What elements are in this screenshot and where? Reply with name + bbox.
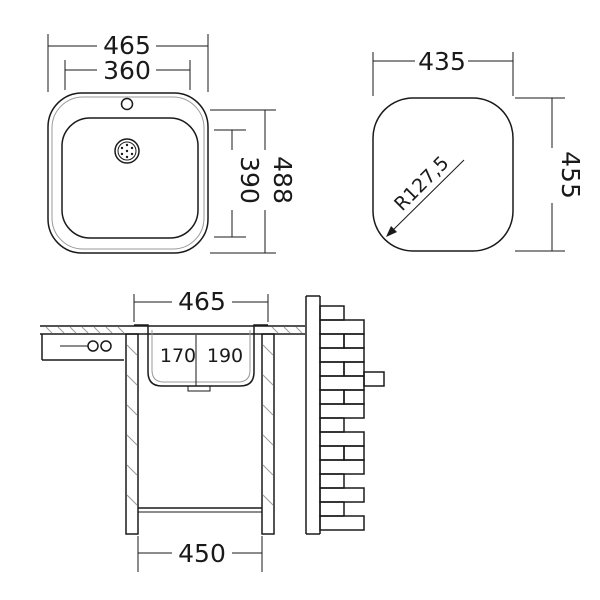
dim-corner-radius: R127,5 xyxy=(386,152,465,237)
label-overall-width: 465 xyxy=(103,31,151,60)
brick-wall xyxy=(305,295,385,535)
label-bowl-width: 360 xyxy=(103,56,151,85)
label-bowl-outer-width: 435 xyxy=(418,47,466,76)
tap-hole-icon xyxy=(120,97,134,111)
label-depth-left: 170 xyxy=(160,345,196,367)
label-sink-width: 465 xyxy=(178,287,226,316)
top-view: 465 360 390 488 xyxy=(47,31,297,254)
dim-overall-width: 465 xyxy=(47,31,209,92)
drawer-front xyxy=(41,334,124,361)
label-corner-radius: R127,5 xyxy=(390,152,453,215)
dim-bowl-outer-depth: 455 xyxy=(515,97,585,252)
bowl-view: 435 455 R127,5 xyxy=(372,47,585,252)
dim-sink-depths: 170 190 xyxy=(160,335,243,386)
knob-icon xyxy=(100,340,112,352)
cabinet-left-wall xyxy=(125,333,139,535)
dim-sink-width: 465 xyxy=(133,287,269,322)
label-depth-right: 190 xyxy=(207,345,243,367)
label-overall-depth: 488 xyxy=(268,156,297,204)
cabinet-right-wall xyxy=(261,333,275,535)
label-bowl-depth: 390 xyxy=(235,156,264,204)
radius-arrow-icon xyxy=(386,226,397,237)
dim-bowl-outer-width: 435 xyxy=(372,47,514,96)
knob-icon xyxy=(87,340,99,352)
drain-icon xyxy=(114,138,140,164)
label-cabinet-width: 450 xyxy=(178,539,226,568)
dim-cabinet-width: 450 xyxy=(137,536,263,572)
countertop xyxy=(40,325,305,335)
dim-bowl-depth: 390 xyxy=(214,129,264,238)
sink-bowl-outline xyxy=(61,117,199,239)
sink-profile xyxy=(134,324,268,392)
label-bowl-outer-depth: 455 xyxy=(556,151,585,199)
dim-overall-depth: 488 xyxy=(210,109,297,254)
side-view: 465 170 190 450 xyxy=(40,287,385,572)
drain-outlet-icon xyxy=(187,385,211,392)
sink-rim-inner-line xyxy=(51,96,205,250)
sink-rim-outline xyxy=(47,92,209,254)
cabinet-walls xyxy=(125,333,275,535)
dim-bowl-width: 360 xyxy=(64,56,191,90)
bowl-outline xyxy=(372,97,514,252)
